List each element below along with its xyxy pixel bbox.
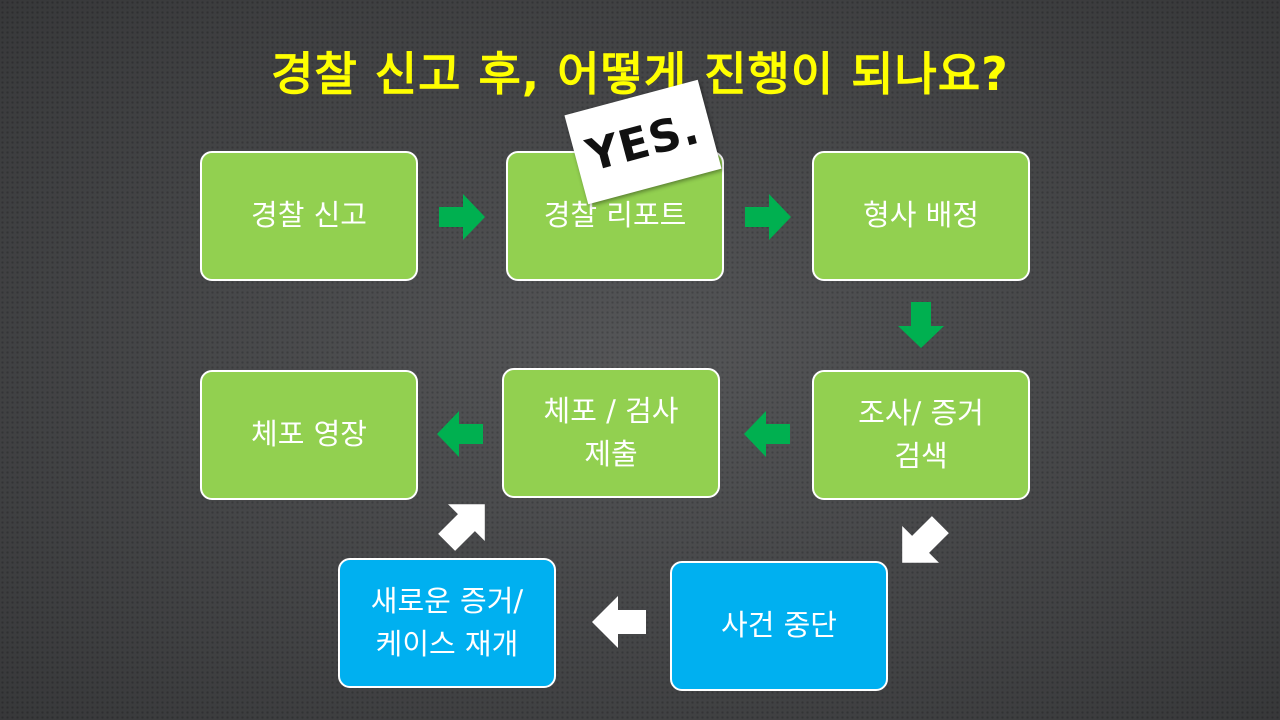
arrow-filing-to-detective	[745, 194, 791, 240]
node-arrest-warrant: 체포 영장	[200, 370, 418, 500]
arrow-submission-to-warrant	[437, 411, 483, 457]
node-investigation: 조사/ 증거 검색	[812, 370, 1030, 500]
arrow-case-closed-to-reopened	[592, 596, 646, 648]
arrow-investigation-to-case-closed	[883, 506, 959, 582]
node-police-report: 경찰 신고	[200, 151, 418, 281]
arrow-report-to-filing	[439, 194, 485, 240]
arrow-reopened-to-submission	[428, 485, 504, 561]
node-detective-assigned: 형사 배정	[812, 151, 1030, 281]
arrow-investigation-to-submission	[744, 411, 790, 457]
node-arrest-submission: 체포 / 검사 제출	[502, 368, 720, 498]
page-title: 경찰 신고 후, 어떻게 진행이 되나요?	[271, 47, 1009, 101]
node-case-closed: 사건 중단	[670, 561, 888, 691]
node-case-reopened: 새로운 증거/ 케이스 재개	[338, 558, 556, 688]
arrow-detective-to-investigation	[898, 302, 944, 348]
